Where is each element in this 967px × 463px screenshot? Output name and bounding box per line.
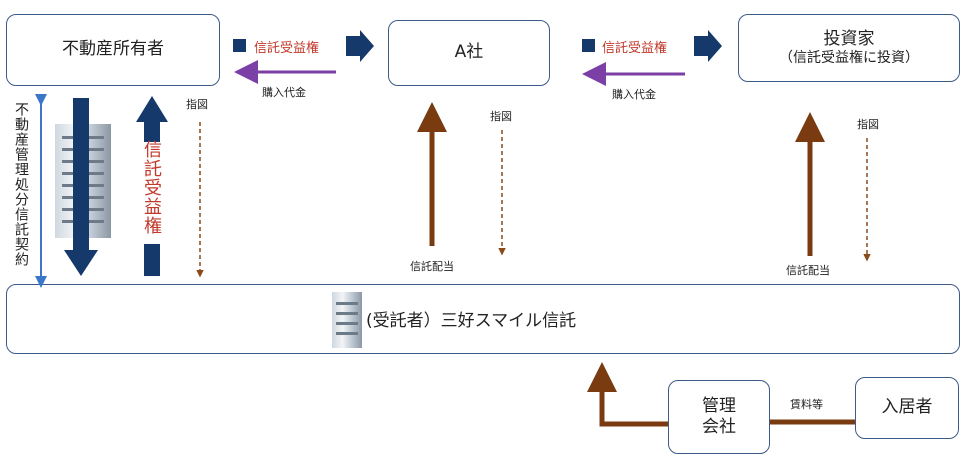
legend-square-1: [233, 39, 246, 52]
trustee-label: (受託者）三好スマイル信託: [366, 311, 577, 331]
tenant-node: 入居者: [855, 377, 959, 439]
beneficial-interest-label-1: 信託受益権: [254, 41, 320, 56]
investor-node: 投資家 （信託受益権に投資）: [738, 14, 960, 82]
instruction-label-1: 指図: [186, 98, 208, 111]
tenant-label: 入居者: [881, 397, 933, 418]
investor-label-line2: （信託受益権に投資）: [779, 49, 919, 66]
navy-up-arrow: [136, 96, 168, 122]
instruction-label-3: 指図: [857, 118, 879, 131]
owner-label: 不動産所有者: [62, 39, 164, 60]
trust-contract-label: 不動産管理処分信託契約: [13, 102, 29, 267]
purchase-price-label-2: 購入代金: [612, 88, 656, 101]
manager-to-trustee-arrow: [587, 362, 668, 427]
building-image-small: [332, 292, 362, 348]
manager-node: 管理 会社: [668, 380, 770, 454]
navy-arrow-right-1: [346, 30, 374, 62]
manager-label-line2: 会社: [702, 417, 736, 437]
navy-arrow-right-2: [694, 30, 722, 62]
owner-node: 不動産所有者: [6, 14, 220, 86]
investor-label-line1: 投資家: [823, 28, 875, 49]
instruction-label-2: 指図: [490, 110, 512, 123]
navy-down-arrow: [64, 250, 98, 276]
beneficial-interest-label-2: 信託受益権: [602, 41, 668, 56]
trustee-node: [6, 284, 960, 354]
rent-label: 賃料等: [790, 398, 823, 411]
company-a-label: A社: [454, 42, 484, 63]
purchase-price-label-1: 購入代金: [262, 86, 306, 99]
manager-label-line1: 管理: [702, 395, 736, 416]
dividend-label-2: 信託配当: [786, 264, 830, 277]
legend-square-2: [582, 39, 595, 52]
dividend-label-1: 信託配当: [410, 260, 454, 273]
company-a-node: A社: [388, 20, 550, 86]
vertical-beneficial-label: 信託受益権: [141, 140, 162, 235]
